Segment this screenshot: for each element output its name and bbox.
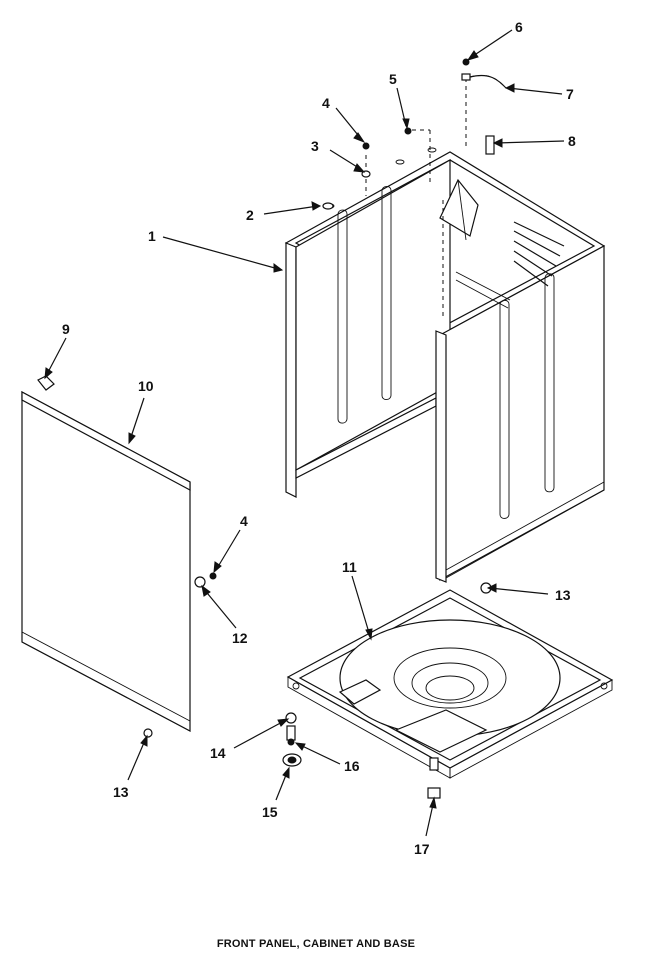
callout-5: 5 (389, 71, 397, 87)
callout-14: 14 (210, 745, 226, 761)
callout-4-panel: 4 (240, 513, 248, 529)
clip (485, 135, 495, 155)
callout-1: 1 (148, 228, 156, 244)
callout-10: 10 (138, 378, 154, 394)
callout-11: 11 (342, 559, 357, 575)
callout-3: 3 (311, 138, 319, 154)
cabinet (284, 147, 606, 583)
panel-hardware (143, 572, 217, 738)
diagram-caption: FRONT PANEL, CABINET AND BASE (217, 938, 415, 950)
top-hardware (322, 58, 507, 210)
leveling-hardware (282, 582, 492, 799)
callout-15: 15 (262, 804, 278, 820)
callout-4-top: 4 (322, 95, 330, 111)
callout-labels: 1 2 3 4 5 6 7 8 9 10 (44, 19, 576, 857)
callout-17: 17 (414, 841, 430, 857)
callout-16: 16 (344, 758, 360, 774)
hose (469, 74, 507, 89)
callout-7: 7 (566, 86, 574, 102)
callout-8: 8 (568, 133, 576, 149)
callout-13-left: 13 (113, 784, 129, 800)
callout-12: 12 (232, 630, 248, 646)
callout-9: 9 (62, 321, 70, 337)
base (286, 589, 614, 779)
callout-13-right: 13 (555, 587, 571, 603)
callout-2: 2 (246, 207, 254, 223)
front-panel (21, 375, 191, 732)
callout-6: 6 (515, 19, 523, 35)
